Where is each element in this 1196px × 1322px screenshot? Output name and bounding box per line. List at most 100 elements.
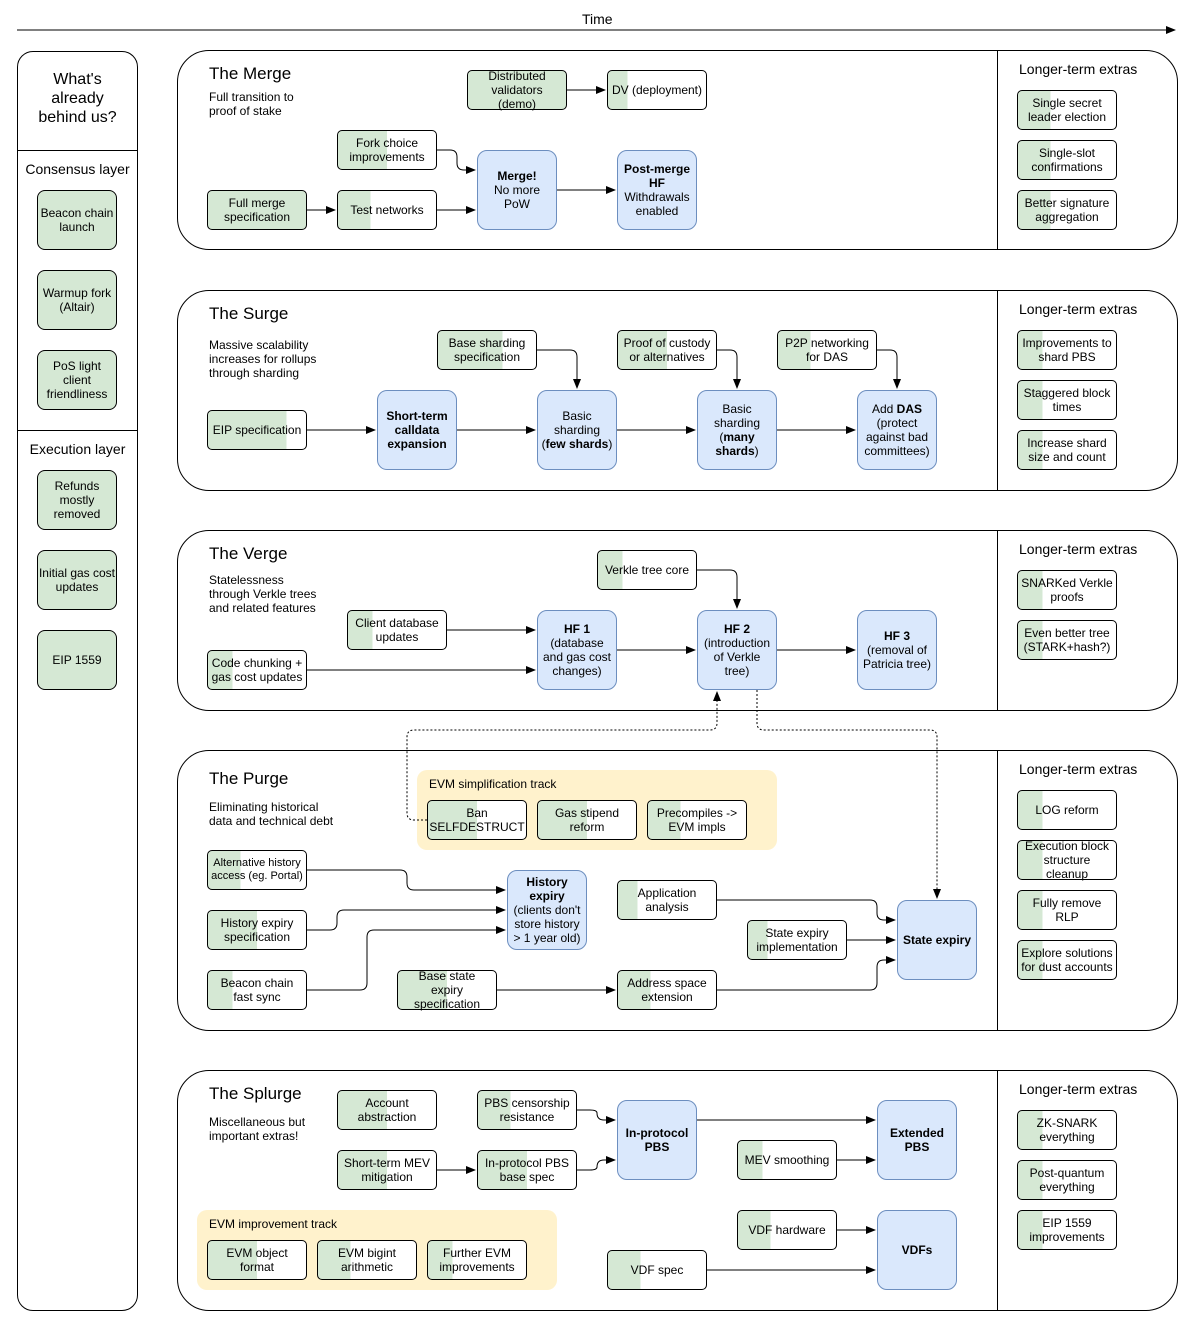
sidebar-item-beacon-chain: Beacon chain launch [37,190,117,250]
purge-extra-item: Fully remove RLP [1017,890,1117,930]
sidebar-divider [17,430,138,431]
sidebar-item-altair: Warmup fork (Altair) [37,270,117,330]
calldata-expansion-node: Short-term calldata expansion [377,390,457,470]
add-das-sub: (protect against bad committees) [864,416,930,458]
verge-hf2-sub: (introduction of Verkle tree) [703,636,771,678]
add-das-bold: DAS [896,402,923,416]
gas-stipend-node: Gas stipend reform [537,800,637,840]
purge-extra-item: Execution block structure cleanup [1017,839,1117,881]
history-expiry-spec-node: History expiry specification [207,910,307,950]
base-state-expiry-spec-node: Base state expiry specification [397,969,497,1011]
basic-sharding-many-close: ) [754,444,759,458]
verge-extra-item: SNARKed Verkle proofs [1017,570,1117,610]
evm-object-format-node: EVM object format [207,1240,307,1280]
surge-panel [177,290,1178,491]
history-expiry-node: History expiry (clients don't store hist… [507,870,587,950]
execution-layer-heading: Execution layer [29,441,126,457]
evm-bigint-node: EVM bigint arithmetic [317,1240,417,1280]
post-merge-hf-title: Post-merge HF [623,162,691,190]
splurge-extra-item: Post-quantum everything [1017,1160,1117,1200]
basic-sharding-few-node: Basic sharding (few shards) [537,390,617,470]
history-expiry-sub: (clients don't store history > 1 year ol… [513,903,581,945]
surge-title: The Surge [209,304,289,323]
sidebar-item-light-client: PoS light client friendliness [37,350,117,410]
sidebar-item-eip1559: EIP 1559 [37,630,117,690]
merge-extra-item: Single-slot confirmations [1017,140,1117,180]
surge-extras-title: Longer-term extras [1019,301,1138,317]
merge-description: Full transition to proof of stake [209,90,294,118]
splurge-description: Miscellaneous but important extras! [209,1115,306,1143]
mev-smoothing-node: MEV smoothing [737,1140,837,1180]
p2p-das-node: P2P networking for DAS [777,330,877,370]
splurge-extra-item: ZK-SNARK everything [1017,1110,1117,1150]
verge-hf2-title: HF 2 [723,622,750,636]
verge-hf1-title: HF 1 [563,622,590,636]
alternative-history-node: Alternative history access (eg. Portal) [207,850,307,890]
extras-divider [997,1070,998,1311]
merge-extras-title: Longer-term extras [1019,61,1138,77]
merge-extra-item: Better signature aggregation [1017,190,1117,230]
verge-extra-item: Even better tree (STARK+hash?) [1017,620,1117,660]
dv-deployment-node: DV (deployment) [607,70,707,110]
purge-title: The Purge [209,769,289,788]
add-das-text: Add [871,402,897,416]
extras-divider [997,530,998,711]
extras-divider [997,750,998,1031]
splurge-extra-item: EIP 1559 improvements [1017,1210,1117,1250]
verge-hf3-title: HF 3 [883,629,910,643]
merge-node-title: Merge! [497,169,537,183]
evm-improvement-track-label: EVM improvement track [209,1217,338,1231]
merge-extra-item: Single secret leader election [1017,90,1117,130]
basic-sharding-few-text: Basic sharding ( [541,409,601,451]
merge-title: The Merge [209,64,292,83]
consensus-layer-heading: Consensus layer [25,161,130,177]
splurge-extras-title: Longer-term extras [1019,1081,1138,1097]
purge-description: Eliminating historical data and technica… [209,800,334,828]
base-sharding-spec-node: Base sharding specification [437,330,537,370]
extras-divider [997,50,998,250]
surge-extra-item: Increase shard size and count [1017,430,1117,470]
proof-of-custody-node: Proof of custody or alternatives [617,330,717,370]
test-networks-node: Test networks [337,190,437,230]
verge-hf1-node: HF 1 (database and gas cost changes) [537,610,617,690]
verkle-tree-core-node: Verkle tree core [597,550,697,590]
ban-selfdestruct-node: Ban SELFDESTRUCT [427,800,527,840]
basic-sharding-few-bold: few shards [545,437,609,451]
short-term-mev-node: Short-term MEV mitigation [337,1150,437,1190]
verge-hf3-node: HF 3 (removal of Patricia tree) [857,610,937,690]
splurge-title: The Splurge [209,1084,302,1103]
vdf-hardware-node: VDF hardware [737,1210,837,1250]
extras-divider [997,290,998,491]
beacon-fast-sync-node: Beacon chain fast sync [207,970,307,1010]
sidebar-item-refunds: Refunds mostly removed [37,470,117,530]
inprotocol-pbs-spec-node: In-protocol PBS base spec [477,1150,577,1190]
pbs-censorship-node: PBS censorship resistance [477,1090,577,1130]
verge-hf2-node: HF 2 (introduction of Verkle tree) [697,610,777,690]
purge-extras-title: Longer-term extras [1019,761,1138,777]
full-merge-spec-node: Full merge specification [207,190,307,230]
application-analysis-node: Application analysis [617,880,717,920]
surge-description: Massive scalability increases for rollup… [209,338,317,380]
purge-extra-item: LOG reform [1017,790,1117,830]
sidebar-title: What's already behind us? [38,71,117,126]
vdf-spec-node: VDF spec [607,1250,707,1290]
address-space-node: Address space extension [617,970,717,1010]
code-chunking-node: Code chunking + gas cost updates [207,650,307,690]
purge-extra-item: Explore solutions for dust accounts [1017,940,1117,980]
sidebar-divider [17,150,138,151]
verge-title: The Verge [209,544,288,563]
time-label: Time [582,11,613,27]
evm-simplification-track-label: EVM simplification track [429,777,557,791]
history-expiry-title: History expiry [526,875,568,903]
verge-hf1-sub: (database and gas cost changes) [542,636,612,678]
inprotocol-pbs-node: In-protocol PBS [617,1100,697,1180]
verge-extras-title: Longer-term extras [1019,541,1138,557]
verge-hf3-sub: (removal of Patricia tree) [862,643,932,671]
state-expiry-impl-node: State expiry implementation [747,920,847,960]
further-evm-node: Further EVM improvements [427,1240,527,1280]
distributed-validators-node: Distributed validators (demo) [467,69,567,111]
basic-sharding-many-bold: many shards [715,430,755,458]
surge-extra-item: Staggered block times [1017,380,1117,420]
precompiles-node: Precompiles -> EVM impls [647,800,747,840]
post-merge-hf-node: Post-merge HF Withdrawals enabled [617,150,697,230]
